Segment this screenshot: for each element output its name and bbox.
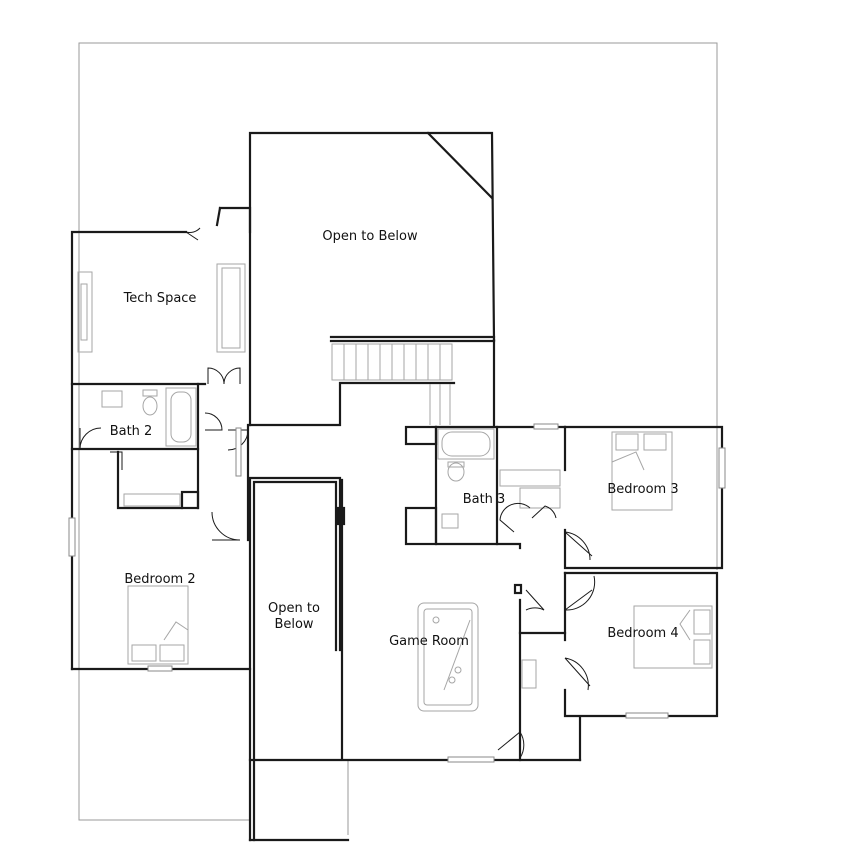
label-open-to-below-top: Open to Below xyxy=(322,229,418,244)
label-tech-space: Tech Space xyxy=(123,291,197,306)
label-game-room: Game Room xyxy=(389,634,469,649)
stairs xyxy=(331,343,453,425)
doors xyxy=(79,227,596,759)
label-bedroom-2: Bedroom 2 xyxy=(124,572,195,587)
label-bedroom-3: Bedroom 3 xyxy=(607,482,678,497)
label-bath-3: Bath 3 xyxy=(463,492,506,507)
fixtures xyxy=(77,263,713,712)
windows xyxy=(68,423,726,763)
label-bath-2: Bath 2 xyxy=(110,424,153,439)
label-open-to-below-left-line1: Open to xyxy=(268,601,320,616)
walls xyxy=(70,131,724,842)
label-bedroom-4: Bedroom 4 xyxy=(607,626,678,641)
property-outline xyxy=(78,42,718,835)
label-open-to-below-left-line2: Below xyxy=(274,617,313,632)
